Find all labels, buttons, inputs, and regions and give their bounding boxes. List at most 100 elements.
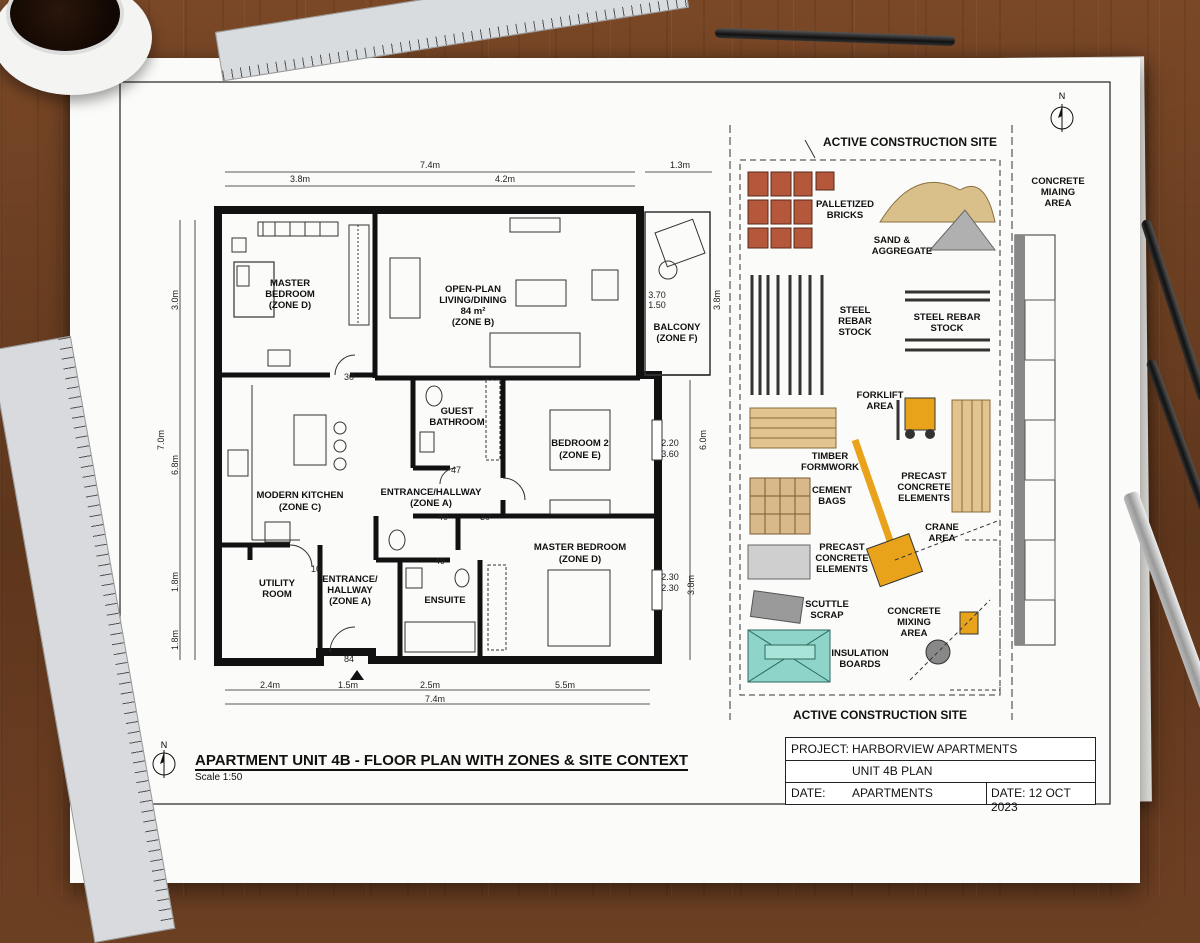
date-label: DATE: bbox=[791, 786, 826, 800]
svg-text:N: N bbox=[161, 740, 168, 750]
label-timber-2: FORMWORK bbox=[801, 462, 859, 473]
balcony-chair-icon bbox=[654, 218, 706, 268]
door-tag: 40 bbox=[438, 512, 448, 522]
label-crane-1: CRANE bbox=[925, 522, 959, 533]
title-block-row-date: DATE: APARTMENTS DATE: 12 OCT 2023 bbox=[786, 782, 1095, 814]
label-concrete-area-1: CONCRETE bbox=[1031, 176, 1084, 187]
label-master-2-line2: (ZONE D) bbox=[559, 554, 601, 565]
label-bed2-line1: BEDROOM 2 bbox=[551, 438, 609, 449]
entry-arrow-icon bbox=[350, 670, 364, 680]
dim-bed2-a: 2.20 bbox=[661, 438, 679, 448]
room-labels: MASTER BEDROOM (ZONE D) OPEN-PLAN LIVING… bbox=[256, 278, 701, 607]
bathtub-icon bbox=[404, 621, 476, 653]
label-living-line4: (ZONE B) bbox=[452, 317, 494, 328]
steel-rebar-icon bbox=[905, 290, 990, 352]
label-balcony-line2: (ZONE F) bbox=[656, 333, 697, 344]
north-arrow-icon: N bbox=[152, 740, 176, 778]
dim-left-4: 1.8m bbox=[170, 630, 180, 650]
dim-left-1: 3.0m bbox=[170, 290, 180, 310]
label-bricks-1: PALLETIZED bbox=[816, 199, 874, 210]
label-forklift-2: AREA bbox=[867, 401, 894, 412]
plan-scale: Scale 1:50 bbox=[195, 772, 243, 783]
dim-left-overall: 7.0m bbox=[156, 430, 166, 450]
title-block-row-project: PROJECT: HARBORVIEW APARTMENTS bbox=[786, 738, 1095, 761]
precast-elements-icon bbox=[747, 544, 811, 624]
steel-rebar-icon bbox=[750, 275, 824, 395]
coffee-table-icon bbox=[515, 279, 567, 307]
label-guestbath-line1: GUEST bbox=[441, 406, 474, 417]
dim-top-right: 4.2m bbox=[495, 174, 515, 184]
label-master-1-line3: (ZONE D) bbox=[269, 300, 311, 311]
label-kitchen-line2: (ZONE C) bbox=[279, 502, 321, 513]
dim-balcony-b: 1.50 bbox=[648, 300, 666, 310]
plan-title: APARTMENT UNIT 4B - FLOOR PLAN WITH ZONE… bbox=[195, 752, 689, 771]
timber-stack-icon bbox=[749, 399, 991, 513]
label-balcony-line1: BALCONY bbox=[654, 322, 702, 333]
concrete-mixer-icon bbox=[909, 599, 991, 681]
toilet-icon bbox=[425, 385, 443, 407]
label-bricks-2: BRICKS bbox=[827, 210, 863, 221]
dim-master2-b: 2.30 bbox=[661, 583, 679, 593]
kitchen-island-icon bbox=[293, 414, 327, 466]
label-cement-2: BAGS bbox=[818, 496, 845, 507]
crane-icon bbox=[851, 438, 924, 588]
bed-2-icon bbox=[549, 409, 611, 471]
label-precast2-3: ELEMENTS bbox=[816, 564, 868, 575]
label-precast2-2: CONCRETE bbox=[815, 553, 868, 564]
label-rebar1-1: STEEL bbox=[840, 305, 871, 316]
dim-left-2: 6.8m bbox=[170, 455, 180, 475]
dim-bottom-3: 2.5m bbox=[420, 680, 440, 690]
dim-bottom-4: 5.5m bbox=[555, 680, 575, 690]
date-right: DATE: 12 OCT 2023 bbox=[986, 782, 1095, 814]
sheet-border bbox=[119, 81, 1111, 805]
label-precast1-2: CONCRETE bbox=[897, 482, 950, 493]
cement-bags-icon bbox=[749, 477, 811, 535]
label-rebar1-3: STOCK bbox=[838, 327, 871, 338]
dim-balcony-width: 1.3m bbox=[670, 160, 690, 170]
dining-table-icon bbox=[389, 257, 421, 319]
drawing-canvas: 7.4m 3.8m 4.2m 1.3m 3.0m 6.8m 1.8m 1.8m … bbox=[119, 81, 1111, 805]
outer-walls bbox=[214, 206, 662, 666]
label-utility-line2: ROOM bbox=[262, 589, 292, 600]
master-bed-icon bbox=[547, 569, 611, 647]
label-master-2-line1: MASTER BEDROOM bbox=[534, 542, 626, 553]
label-rebar2-1: STEEL REBAR bbox=[914, 312, 981, 323]
site-header: ACTIVE CONSTRUCTION SITE bbox=[823, 135, 997, 149]
dim-bottom-1: 2.4m bbox=[260, 680, 280, 690]
bed-icon bbox=[233, 261, 275, 318]
label-scaffold-1: SCUTTLE bbox=[805, 599, 849, 610]
brick-pallets-icon bbox=[747, 171, 835, 249]
label-entrance-line3: (ZONE A) bbox=[329, 596, 371, 607]
label-living-line2: LIVING/DINING bbox=[439, 295, 507, 306]
sand-pile-icon bbox=[879, 181, 996, 251]
label-rebar1-2: REBAR bbox=[838, 316, 872, 327]
site-plan bbox=[729, 125, 1056, 720]
label-concrete-area-3: AREA bbox=[1045, 198, 1072, 209]
door-tag: 30 bbox=[480, 512, 490, 522]
interior-walls bbox=[218, 210, 658, 660]
svg-text:N: N bbox=[1059, 91, 1066, 101]
dim-bottom-2: 1.5m bbox=[338, 680, 358, 690]
label-precast2-1: PRECAST bbox=[819, 542, 865, 553]
dim-left-3: 1.8m bbox=[170, 572, 180, 592]
label-living-line1: OPEN-PLAN bbox=[445, 284, 501, 295]
sofa-icon bbox=[489, 332, 581, 368]
wardrobe-icon bbox=[348, 224, 370, 326]
insulation-boards-icon bbox=[747, 629, 831, 683]
label-crane-2: AREA bbox=[929, 533, 956, 544]
door-tag: 47 bbox=[451, 465, 461, 475]
label-sand-2: AGGREGATE bbox=[872, 246, 933, 257]
label-ensuite: ENSUITE bbox=[424, 595, 465, 606]
title-block: PROJECT: HARBORVIEW APARTMENTS UNIT 4B P… bbox=[785, 737, 1096, 814]
north-arrow-icon: N bbox=[1050, 91, 1074, 132]
dim-bed2-b: 3.60 bbox=[661, 449, 679, 459]
dimension-lines bbox=[179, 171, 712, 705]
label-mixing-2: MIXING bbox=[897, 617, 931, 628]
label-bed2-line2: (ZONE E) bbox=[559, 450, 601, 461]
floor-plan bbox=[214, 206, 711, 680]
forklift-icon bbox=[896, 397, 936, 440]
label-timber-1: TIMBER bbox=[812, 451, 849, 462]
label-precast1-1: PRECAST bbox=[901, 471, 947, 482]
date-middle: APARTMENTS bbox=[852, 786, 933, 800]
dim-master2-a: 2.30 bbox=[661, 572, 679, 582]
